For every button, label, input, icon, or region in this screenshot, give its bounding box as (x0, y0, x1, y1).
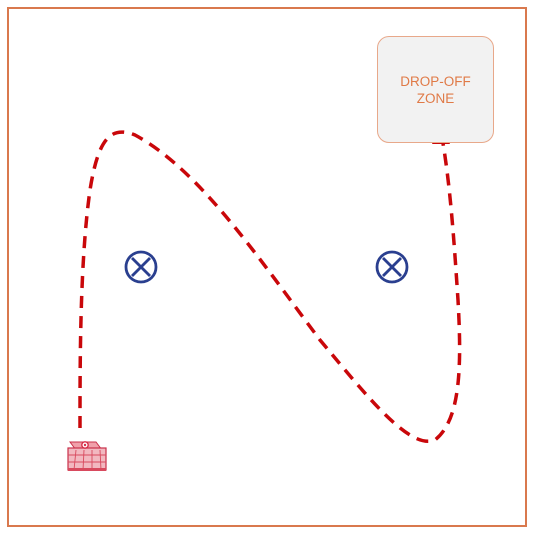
robot-path (78, 130, 462, 443)
dropoff-zone-label: DROP-OFF ZONE (400, 73, 471, 106)
field-boundary (7, 7, 527, 527)
dropoff-zone: DROP-OFF ZONE (377, 36, 494, 143)
robot-icon (67, 441, 107, 471)
x-in-circle-icon (375, 250, 409, 284)
x-in-circle-icon (124, 250, 158, 284)
